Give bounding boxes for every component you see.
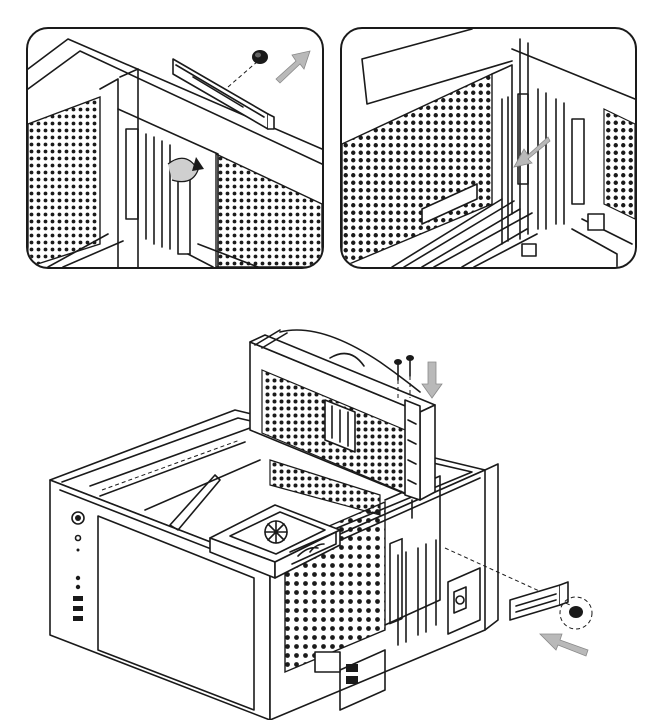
graphics-card	[249, 329, 436, 519]
direction-arrow-icon	[513, 136, 551, 168]
psu-opening	[447, 567, 481, 635]
detail-panel-right	[340, 27, 637, 269]
direction-arrow-icon	[421, 361, 443, 399]
screw-icon	[394, 355, 414, 400]
bracket-removal-illustration	[28, 38, 322, 267]
slot-bracket	[172, 58, 275, 130]
rotate-arrow-icon	[167, 157, 204, 183]
mesh-panel-main	[342, 72, 493, 267]
cpu-cooler	[209, 504, 341, 579]
direction-arrow-icon	[275, 50, 311, 84]
mesh-panel-right	[215, 152, 322, 267]
mesh-panel-inner	[269, 459, 381, 516]
mesh-panel-side	[603, 108, 635, 220]
detail-panel-left	[26, 27, 324, 269]
slot-open-illustration	[342, 29, 635, 267]
screw-icon	[227, 50, 268, 88]
graphics-card-install-illustration	[40, 300, 640, 720]
screw-icon	[559, 596, 593, 630]
mesh-panel-left	[28, 95, 101, 267]
case-illustration	[49, 329, 593, 720]
slot-cover	[444, 547, 571, 621]
direction-arrow-icon	[539, 633, 589, 657]
front-io-ports	[71, 511, 85, 621]
